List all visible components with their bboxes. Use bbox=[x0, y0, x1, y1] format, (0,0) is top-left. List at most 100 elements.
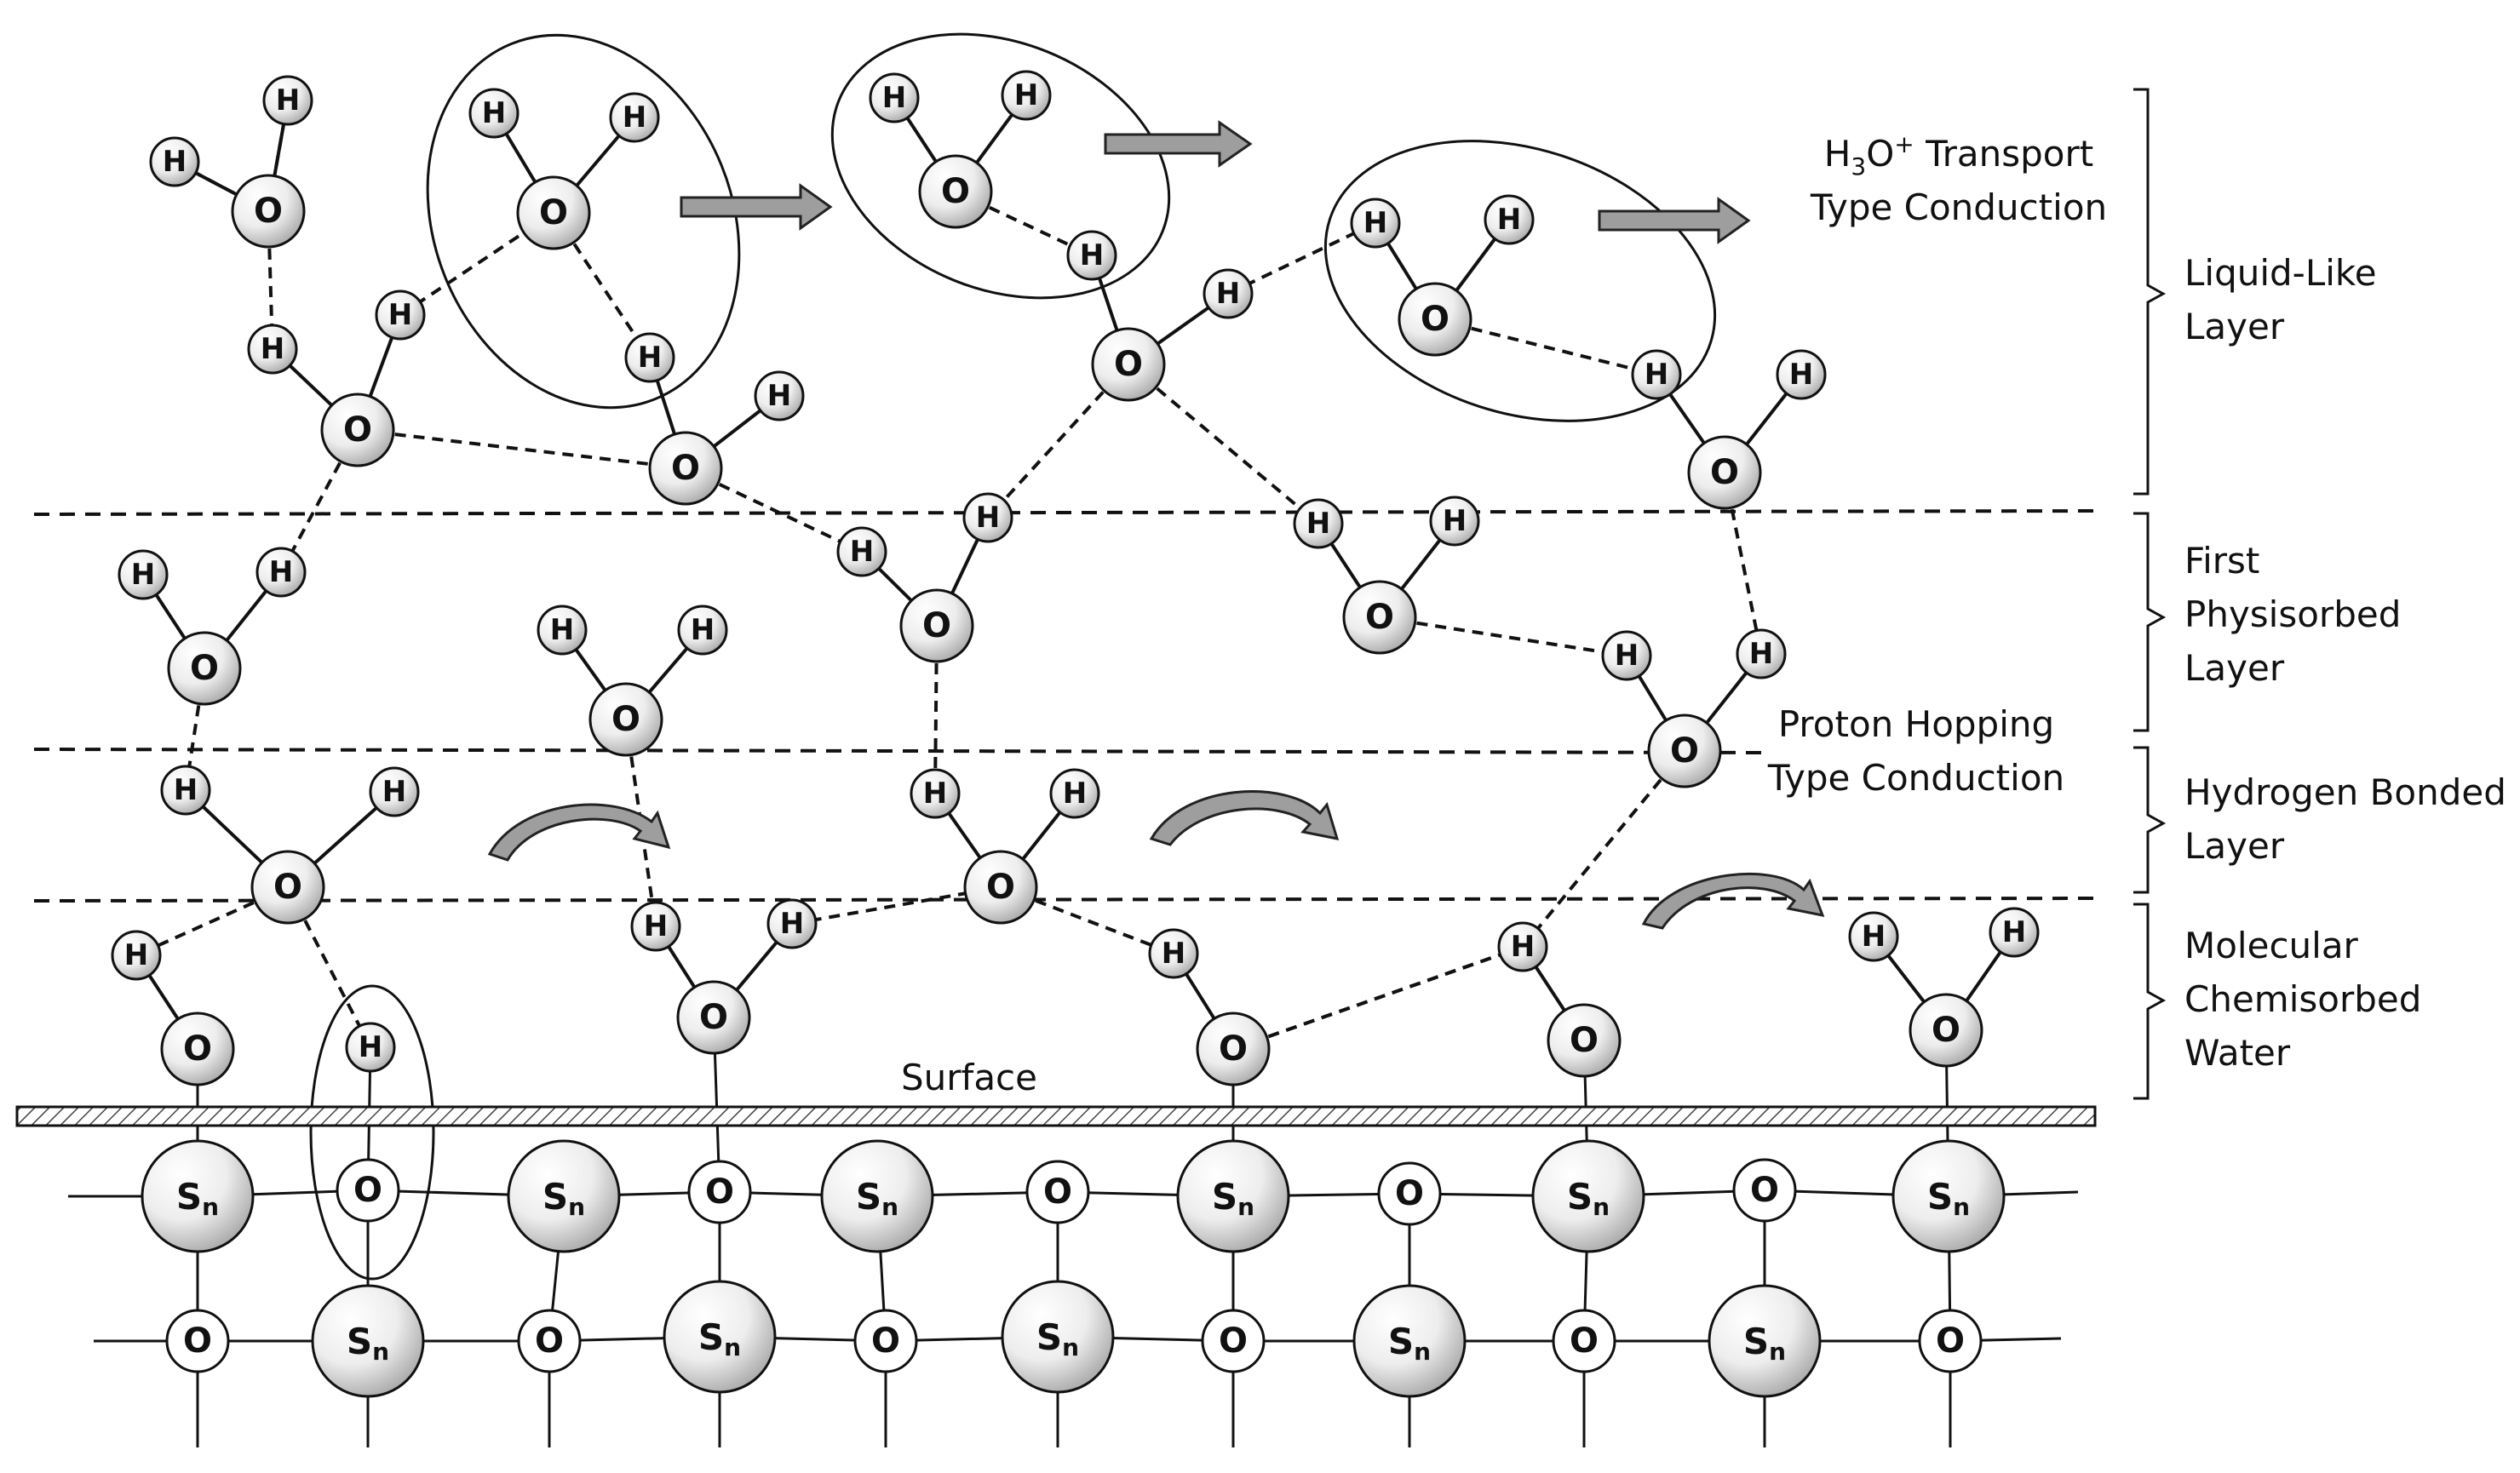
transport-arrows bbox=[680, 120, 1751, 244]
svg-text:O: O bbox=[1570, 1021, 1599, 1060]
brace-liquid-like bbox=[2133, 88, 2167, 496]
brace-first-physisorbed bbox=[2133, 512, 2167, 732]
hydrogen-atom: H bbox=[255, 547, 307, 598]
hydrogen-atom: H bbox=[345, 1022, 396, 1073]
svg-text:O: O bbox=[190, 649, 219, 688]
brace-hydrogen-bonded bbox=[2133, 746, 2167, 894]
svg-text:O: O bbox=[1395, 1174, 1424, 1213]
hydrogen-atom: H bbox=[766, 898, 818, 949]
hydrogen-atom: H bbox=[1601, 630, 1652, 681]
lattice-oxygen-atom: O bbox=[1552, 1309, 1616, 1373]
hydrogen-bond bbox=[986, 363, 1130, 519]
h3o-ellipse-3 bbox=[1323, 140, 1717, 422]
svg-text:H: H bbox=[1162, 937, 1185, 971]
tin-atom: Sn bbox=[1891, 1139, 2006, 1253]
svg-text:O: O bbox=[611, 700, 640, 739]
svg-text:H: H bbox=[382, 775, 406, 809]
lattice-oxygen-atom: O bbox=[853, 1309, 918, 1373]
hydrogen-atom: H bbox=[1848, 911, 1899, 962]
proton-hopping-label-line1: Proton Hopping bbox=[1778, 703, 2054, 745]
lattice-oxygen-atom: O bbox=[1201, 1309, 1266, 1373]
layer-braces bbox=[2133, 88, 2167, 1100]
hydrogen-atom: H bbox=[1631, 349, 1682, 400]
hydrogen-bond bbox=[1000, 886, 1174, 955]
svg-text:H: H bbox=[1645, 358, 1668, 392]
svg-text:H: H bbox=[691, 613, 715, 647]
hydrogen-atom: H bbox=[609, 92, 660, 143]
hydrogen-bonded-label-line1: Hydrogen Bonded bbox=[2184, 771, 2506, 813]
tin-atom: Sn bbox=[1176, 1139, 1290, 1253]
svg-text:Sn: Sn bbox=[347, 1321, 389, 1366]
svg-text:H: H bbox=[550, 613, 574, 647]
svg-text:H: H bbox=[359, 1030, 382, 1064]
svg-text:H: H bbox=[1306, 507, 1330, 541]
hopping-arrows bbox=[487, 790, 1825, 930]
svg-text:H: H bbox=[1789, 358, 1813, 392]
oxygen-atom: O bbox=[648, 431, 723, 506]
first-physisorbed-label-line1: First bbox=[2184, 540, 2259, 582]
hydrogen-atom: H bbox=[1497, 921, 1548, 972]
svg-text:O: O bbox=[1932, 1011, 1960, 1050]
svg-text:Sn: Sn bbox=[1567, 1176, 1610, 1221]
hydrogen-atom: H bbox=[160, 765, 211, 816]
oxygen-atom: O bbox=[588, 682, 663, 757]
svg-text:H: H bbox=[1080, 238, 1104, 272]
tin-atom: Sn bbox=[311, 1284, 425, 1398]
hydrogen-atom: H bbox=[1203, 268, 1254, 319]
svg-text:O: O bbox=[183, 1321, 212, 1361]
svg-text:H: H bbox=[623, 100, 646, 135]
hydrogen-atom: H bbox=[1293, 498, 1344, 549]
svg-text:O: O bbox=[1219, 1029, 1248, 1069]
oxygen-atom: O bbox=[160, 1012, 235, 1086]
hydrogen-atom: H bbox=[1989, 907, 2040, 958]
svg-text:O: O bbox=[343, 410, 372, 450]
hydrogen-bond bbox=[1232, 945, 1524, 1051]
oxygen-atom: O bbox=[1196, 1012, 1271, 1086]
svg-text:H: H bbox=[1216, 277, 1240, 311]
hydrogen-atom: H bbox=[836, 526, 887, 577]
boundary-physisorbed-hbond bbox=[33, 748, 1772, 754]
svg-text:O: O bbox=[1114, 345, 1143, 384]
svg-text:O: O bbox=[183, 1029, 212, 1069]
first-physisorbed-label-line2: Physisorbed bbox=[2184, 593, 2401, 635]
svg-text:Sn: Sn bbox=[698, 1316, 741, 1361]
oxygen-atom: O bbox=[1547, 1003, 1622, 1078]
svg-text:H: H bbox=[976, 501, 1000, 535]
oxygen-atom: O bbox=[963, 850, 1038, 925]
svg-text:O: O bbox=[1365, 598, 1394, 637]
svg-text:O: O bbox=[1043, 1172, 1072, 1212]
svg-text:O: O bbox=[1570, 1321, 1599, 1361]
hydrogen-atom: H bbox=[369, 766, 420, 817]
text-labels: Surface H3O+ Transport Type Conduction P… bbox=[901, 130, 2506, 1098]
hydrogen-atom: H bbox=[630, 901, 681, 952]
svg-text:Sn: Sn bbox=[1212, 1176, 1254, 1221]
lattice-oxygen-atom: O bbox=[1918, 1309, 1983, 1373]
svg-text:H: H bbox=[482, 96, 506, 130]
oxygen-atom: O bbox=[1687, 435, 1762, 510]
svg-text:O: O bbox=[254, 192, 283, 231]
svg-text:H: H bbox=[2002, 915, 2026, 949]
hydrogen-bond bbox=[1434, 318, 1657, 376]
svg-text:H: H bbox=[644, 909, 668, 943]
hydrogen-bond bbox=[685, 467, 863, 553]
hydrogen-atom: H bbox=[1148, 928, 1199, 979]
oxygen-atom: O bbox=[899, 588, 974, 663]
svg-text:O: O bbox=[1670, 731, 1699, 771]
hydrogen-bonded-label-line2: Layer bbox=[2184, 825, 2285, 867]
tin-atom: Sn bbox=[1352, 1284, 1467, 1398]
lattice-oxygen-atom: O bbox=[1732, 1158, 1797, 1223]
svg-text:O: O bbox=[1750, 1171, 1779, 1210]
brace-molecular-chemisorbed bbox=[2133, 903, 2167, 1100]
svg-text:O: O bbox=[353, 1171, 382, 1210]
svg-text:H: H bbox=[1363, 206, 1387, 240]
hydrogen-atom: H bbox=[1066, 230, 1117, 281]
svg-text:H: H bbox=[388, 298, 412, 332]
h3o-ellipses bbox=[309, 32, 1717, 1281]
h3o-transport-label-line2: Type Conduction bbox=[1810, 186, 2107, 228]
svg-text:H: H bbox=[1443, 504, 1467, 538]
hydrogen-atom: H bbox=[754, 370, 805, 421]
svg-text:O: O bbox=[1219, 1321, 1248, 1361]
hydrogen-atom: H bbox=[677, 605, 728, 656]
svg-text:O: O bbox=[986, 868, 1015, 907]
oxygen-atom: O bbox=[167, 631, 242, 706]
